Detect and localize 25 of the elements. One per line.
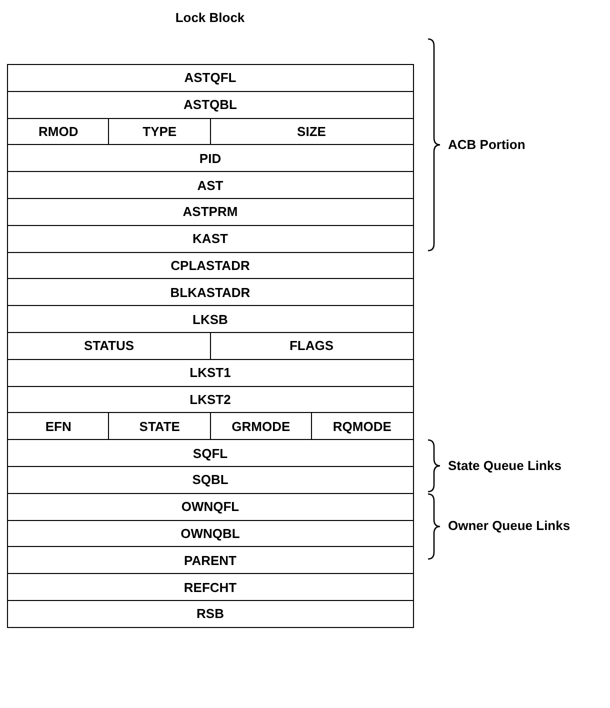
field-cell: LKSB — [7, 305, 414, 334]
field-cell: BLKASTADR — [7, 278, 414, 307]
field-cell: PARENT — [7, 546, 414, 575]
field-cell: LKST1 — [7, 358, 414, 388]
field-cell: ASTQFL — [7, 64, 414, 92]
brace-label: State Queue Links — [448, 458, 562, 474]
brace-label: ACB Portion — [448, 136, 526, 153]
field-cell: LKST2 — [7, 386, 414, 414]
field-cell: SQBL — [7, 466, 414, 494]
field-cell: RQMODE — [310, 412, 414, 441]
field-cell: OWNQBL — [7, 520, 414, 548]
diagram-title: Lock Block — [174, 10, 246, 26]
field-cell: ASTQBL — [7, 90, 414, 120]
field-cell: SQFL — [7, 439, 414, 468]
brace-label: Owner Queue Links — [448, 518, 570, 534]
field-cell: PID — [7, 144, 414, 173]
field-cell: STATE — [108, 412, 211, 441]
field-cell: ASTPRM — [7, 198, 414, 226]
field-cell: EFN — [7, 412, 110, 441]
field-cell: RSB — [7, 600, 414, 628]
field-cell: KAST — [7, 224, 414, 254]
field-cell: REFCHT — [7, 573, 414, 602]
field-cell: AST — [7, 171, 414, 200]
field-cell: OWNQFL — [7, 492, 414, 522]
field-cell: CPLASTADR — [7, 252, 414, 280]
